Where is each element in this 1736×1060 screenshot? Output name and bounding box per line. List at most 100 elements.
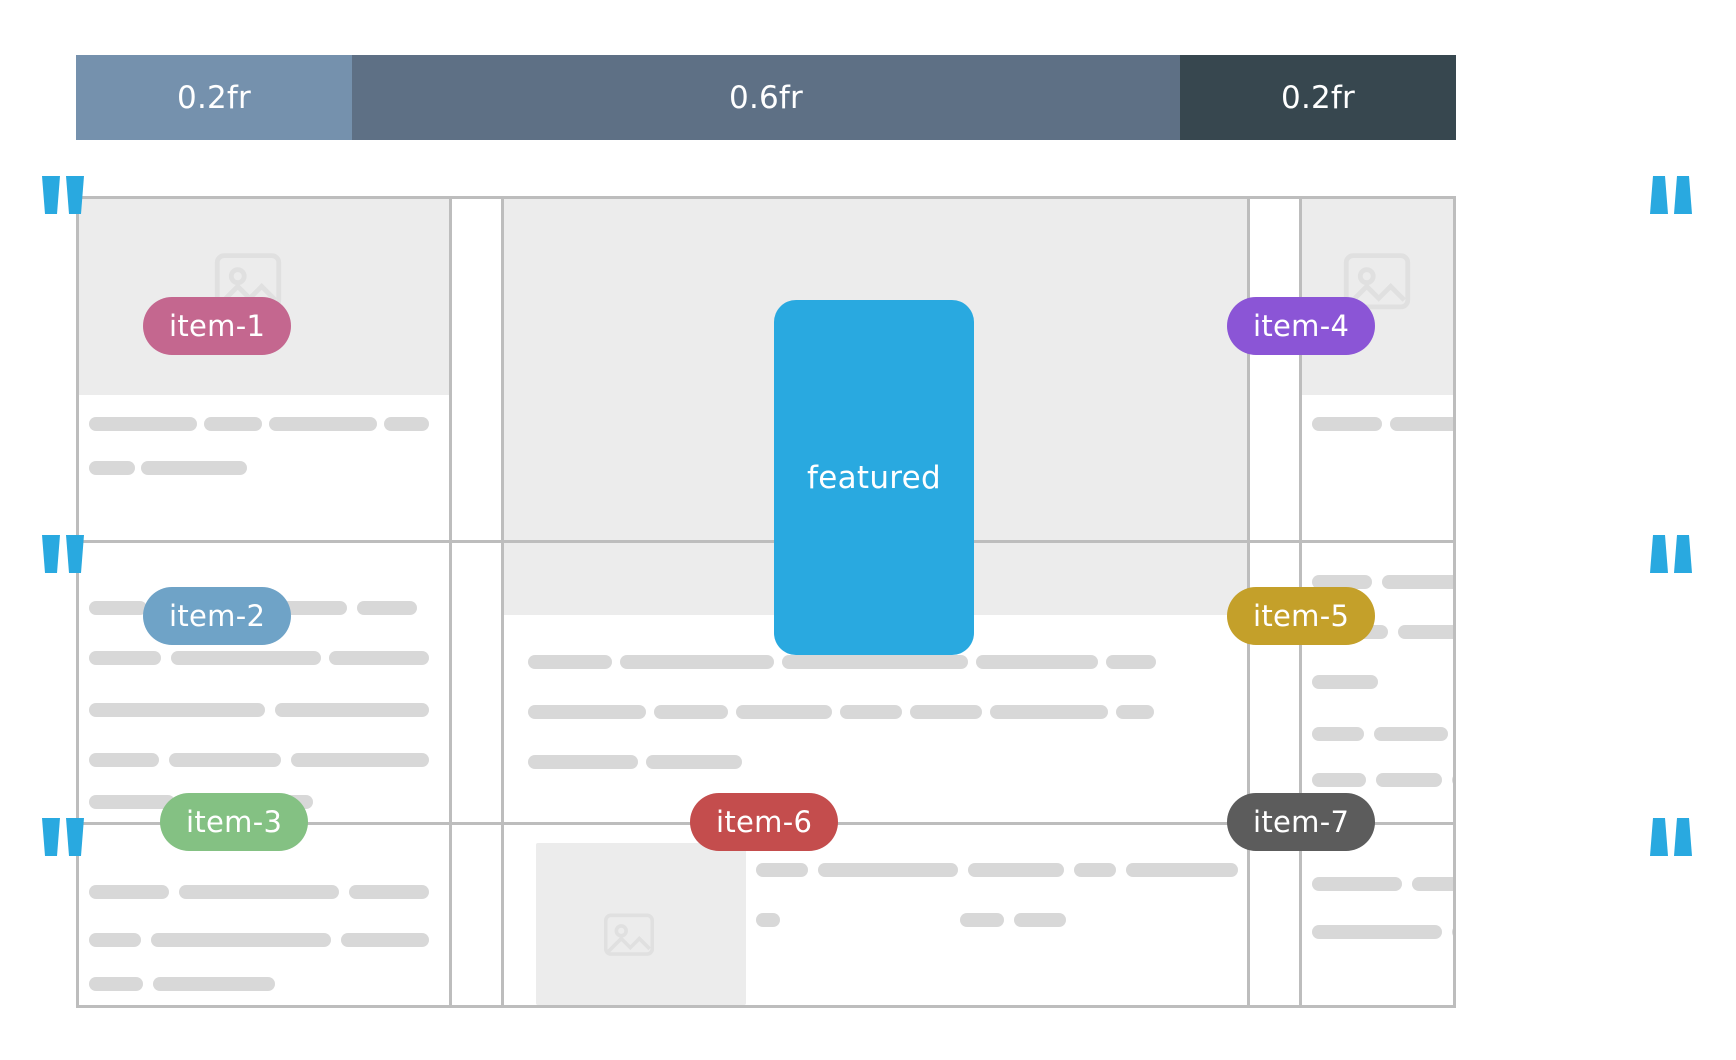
skeleton-bar	[89, 795, 175, 809]
skeleton-bar	[910, 705, 982, 719]
skeleton-bar	[1312, 417, 1382, 431]
item-pill-item-3[interactable]: item-3	[160, 793, 309, 851]
skeleton-bar	[1312, 877, 1402, 891]
skeleton-bar	[990, 705, 1108, 719]
skeleton-bar	[179, 885, 339, 899]
skeleton-bar	[756, 913, 780, 927]
grid-cell-c3r3[interactable]	[1302, 825, 1453, 1005]
item-pill-item-2[interactable]: item-2	[143, 587, 292, 645]
row-3-left-marker	[40, 818, 86, 858]
skeleton-bar	[528, 705, 646, 719]
skeleton-bar	[818, 863, 958, 877]
grid-cell-c1r3[interactable]	[79, 825, 449, 1005]
skeleton-bar	[89, 977, 143, 991]
featured-card[interactable]: featured	[774, 300, 974, 655]
item-pill-label: item-4	[1253, 309, 1350, 343]
skeleton-bar	[171, 651, 321, 665]
skeleton-bar	[384, 417, 429, 431]
skeleton-bar	[1312, 575, 1372, 589]
skeleton-bar	[329, 651, 429, 665]
skeleton-bar	[782, 655, 968, 669]
skeleton-bar	[620, 655, 774, 669]
item-pill-label: item-3	[186, 805, 283, 839]
skeleton-bar	[1126, 863, 1238, 877]
skeleton-bar	[275, 703, 429, 717]
item-pill-label: item-1	[169, 309, 266, 343]
skeleton-bar	[1382, 575, 1453, 589]
item-pill-item-6[interactable]: item-6	[690, 793, 839, 851]
skeleton-bar	[1398, 625, 1453, 639]
grid-cell-c2r3[interactable]	[504, 825, 1247, 1005]
skeleton-bar	[968, 863, 1064, 877]
skeleton-bar	[1390, 417, 1453, 431]
skeleton-bar	[976, 655, 1098, 669]
media-band-c2r3	[536, 843, 746, 1005]
skeleton-bar	[89, 461, 135, 475]
column-track-label-2-text: 0.6fr	[729, 79, 803, 116]
column-track-label-3: 0.2fr	[1180, 55, 1456, 140]
skeleton-bar	[528, 655, 612, 669]
skeleton-bar	[960, 913, 1004, 927]
skeleton-bar	[1074, 863, 1116, 877]
image-placeholder-icon	[598, 905, 660, 967]
image-placeholder-icon	[1336, 242, 1418, 324]
skeleton-bar	[357, 601, 417, 615]
skeleton-bar	[1312, 727, 1364, 741]
grid-line-row-1	[76, 540, 1456, 543]
grid-line-col-2-start	[501, 196, 504, 1008]
skeleton-bar	[89, 417, 197, 431]
item-pill-label: item-7	[1253, 805, 1350, 839]
skeleton-bar	[1312, 925, 1442, 939]
grid-cell-c1r1[interactable]	[79, 199, 449, 540]
skeleton-bar	[1106, 655, 1156, 669]
skeleton-bar	[89, 651, 161, 665]
grid-cell-c3r2[interactable]	[1302, 543, 1453, 822]
row-3-right-marker	[1648, 818, 1694, 858]
skeleton-bar	[654, 705, 728, 719]
column-track-label-1-text: 0.2fr	[177, 79, 251, 116]
skeleton-bar	[1312, 773, 1366, 787]
skeleton-bar	[89, 703, 265, 717]
item-pill-label: item-5	[1253, 599, 1350, 633]
skeleton-bar	[528, 755, 638, 769]
skeleton-bar	[153, 977, 275, 991]
row-1-left-marker	[40, 176, 86, 216]
skeleton-bar	[204, 417, 262, 431]
skeleton-bar	[291, 753, 429, 767]
column-track-header: 0.2fr 0.6fr 0.2fr	[76, 55, 1456, 140]
item-pill-item-4[interactable]: item-4	[1227, 297, 1376, 355]
skeleton-bar	[840, 705, 902, 719]
skeleton-bar	[89, 601, 147, 615]
skeleton-bar	[1452, 773, 1453, 787]
skeleton-bar	[141, 461, 247, 475]
skeleton-bar	[89, 933, 141, 947]
row-1-right-marker	[1648, 176, 1694, 216]
skeleton-bar	[151, 933, 331, 947]
item-pill-label: item-6	[716, 805, 813, 839]
grid-line-col-start	[76, 196, 79, 1008]
skeleton-bar	[89, 753, 159, 767]
featured-card-label: featured	[807, 459, 941, 496]
column-track-label-3-text: 0.2fr	[1281, 79, 1355, 116]
row-2-right-marker	[1648, 535, 1694, 575]
item-pill-item-5[interactable]: item-5	[1227, 587, 1376, 645]
column-track-label-2: 0.6fr	[352, 55, 1180, 140]
skeleton-bar	[646, 755, 742, 769]
item-pill-label: item-2	[169, 599, 266, 633]
item-pill-item-7[interactable]: item-7	[1227, 793, 1376, 851]
column-track-label-1: 0.2fr	[76, 55, 352, 140]
skeleton-bar	[269, 417, 377, 431]
item-pill-item-1[interactable]: item-1	[143, 297, 292, 355]
skeleton-bar	[1312, 675, 1378, 689]
grid-cell-c3r1[interactable]	[1302, 199, 1453, 540]
grid-cell-c1r2[interactable]	[79, 543, 449, 822]
skeleton-bar	[341, 933, 429, 947]
skeleton-bar	[349, 885, 429, 899]
grid-line-bottom	[76, 1005, 1456, 1008]
grid-line-col-1-end	[449, 196, 452, 1008]
skeleton-bar	[1374, 727, 1448, 741]
skeleton-bar	[169, 753, 281, 767]
row-2-left-marker	[40, 535, 86, 575]
skeleton-bar	[1014, 913, 1066, 927]
